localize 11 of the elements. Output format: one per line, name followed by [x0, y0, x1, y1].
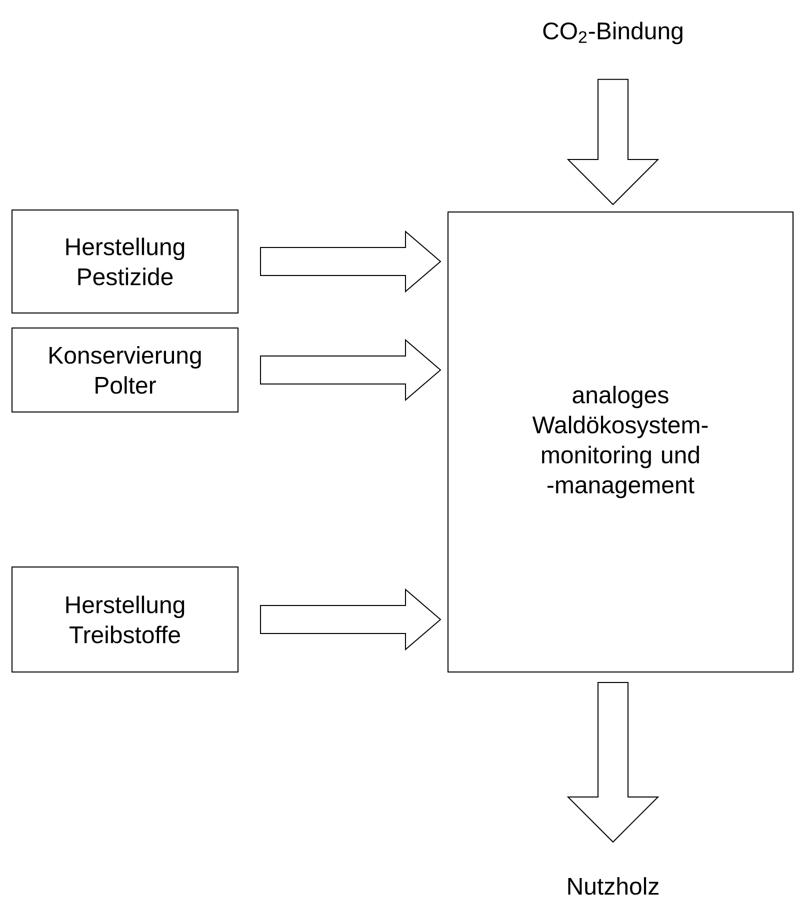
process-box: analoges Waldökosystem-monitoring und -management	[448, 212, 794, 672]
flow-label: Nutzholz	[568, 877, 658, 895]
process-box: Herstellung Treibstoffe	[12, 566, 238, 672]
block-arrow	[260, 588, 442, 651]
block-arrow	[566, 682, 660, 843]
block-arrow	[260, 230, 442, 293]
flow-label: CO$_{2}$-Bindung	[543, 22, 682, 44]
block-arrow	[260, 338, 442, 402]
block-arrow	[566, 78, 660, 206]
process-box: Konservierung Polter	[12, 328, 238, 412]
process-box: Herstellung Pestizide	[12, 210, 238, 314]
